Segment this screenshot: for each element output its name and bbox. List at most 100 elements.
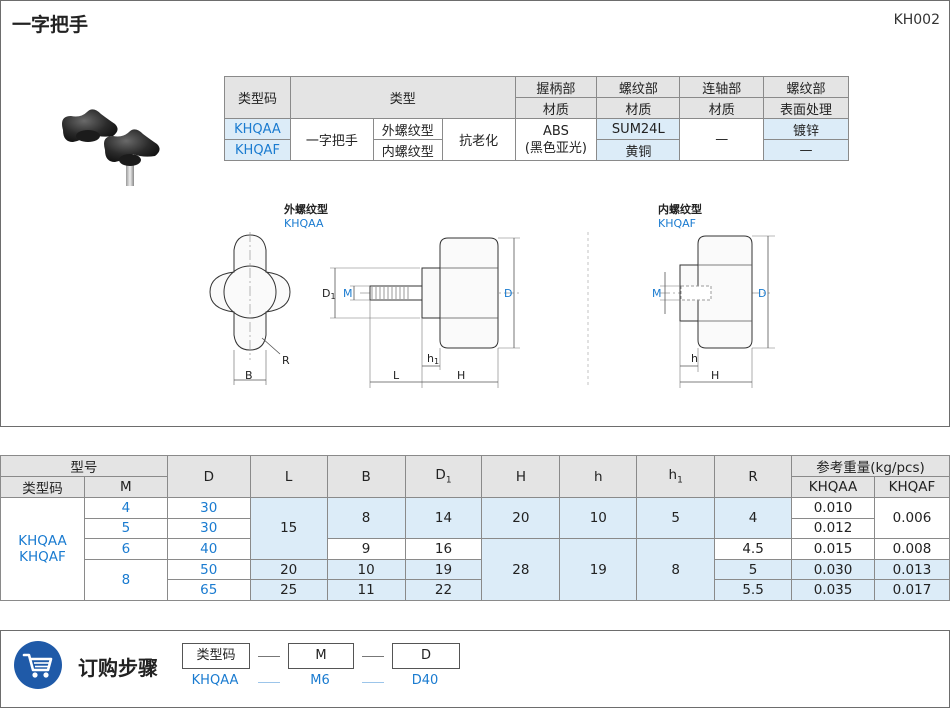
dim-weight-khqaa-cell: 0.035 bbox=[791, 579, 875, 601]
spec-header-thread2: 螺纹部 bbox=[763, 76, 849, 98]
order-example-M: M6 bbox=[310, 673, 330, 688]
dim-header-weight-khqaa: KHQAA bbox=[791, 476, 875, 498]
order-example-separator bbox=[362, 682, 384, 683]
spec-header-type-code: 类型码 bbox=[224, 76, 291, 119]
dimension-table: 型号 D L B D1 H h h1 R 参考重量(kg/pcs) 类型码 M … bbox=[0, 455, 950, 601]
dim-D-cell: 40 bbox=[166, 538, 251, 560]
dim-L-cell: 20 bbox=[249, 558, 328, 581]
dim-label-h: h bbox=[691, 352, 698, 365]
dim-H-cell: 28 bbox=[481, 538, 561, 601]
dim-label-D1: D1 bbox=[322, 287, 336, 301]
dim-M-cell: 6 bbox=[83, 538, 168, 560]
spec-code-khqaa: KHQAA bbox=[224, 118, 291, 140]
spec-grip-material-line2: (黑色亚光) bbox=[524, 140, 587, 156]
diagram-internal-label: 内螺纹型 KHQAF bbox=[658, 201, 702, 230]
dim-label-R: R bbox=[282, 354, 290, 367]
product-code: KH002 bbox=[893, 12, 940, 28]
order-title: 订购步骤 bbox=[78, 656, 158, 680]
dim-weight-khqaf-cell: 0.008 bbox=[873, 538, 950, 560]
order-example-separator bbox=[258, 682, 280, 683]
order-field-M: M bbox=[288, 643, 354, 669]
page-title: 一字把手 bbox=[12, 14, 89, 36]
diagram-external-title: 外螺纹型 bbox=[284, 203, 328, 216]
dim-D-cell: 30 bbox=[166, 517, 251, 540]
dim-label-H: H bbox=[457, 369, 465, 382]
dim-weight-khqaf-cell: 0.006 bbox=[873, 496, 950, 540]
dim-type-code-khqaa: KHQAA bbox=[18, 532, 67, 549]
dim-B-cell: 9 bbox=[326, 538, 406, 560]
dim-label-h1: h1 bbox=[427, 352, 439, 366]
dim-header-L: L bbox=[249, 455, 328, 498]
spec-subtype-internal: 内螺纹型 bbox=[372, 139, 443, 161]
dim-D-cell: 30 bbox=[166, 497, 251, 519]
dim-header-h: h bbox=[559, 455, 638, 498]
dim-D1-cell: 19 bbox=[404, 558, 483, 581]
spec-type-name: 一字把手 bbox=[289, 118, 374, 161]
cart-icon bbox=[14, 641, 62, 689]
dim-header-D: D bbox=[166, 455, 251, 498]
dim-L-cell: 25 bbox=[249, 579, 328, 601]
dim-L-cell: 15 bbox=[249, 497, 328, 560]
order-example-type-code: KHQAA bbox=[191, 673, 239, 688]
spec-connect-material: — bbox=[679, 118, 765, 161]
spec-header-thread: 螺纹部 bbox=[596, 76, 681, 98]
dim-header-weight: 参考重量(kg/pcs) bbox=[791, 455, 950, 477]
dim-label-M-internal: M bbox=[652, 287, 662, 300]
order-panel bbox=[0, 630, 950, 708]
dim-h1-cell: 5 bbox=[636, 496, 716, 540]
dim-weight-khqaa-cell: 0.015 bbox=[791, 538, 875, 560]
dim-D-cell: 65 bbox=[166, 579, 251, 601]
spec-header-surface: 表面处理 bbox=[763, 97, 849, 119]
spec-header-material: 材质 bbox=[596, 97, 681, 119]
dim-header-H: H bbox=[481, 455, 561, 498]
dim-B-cell: 11 bbox=[326, 579, 406, 601]
dim-D1-cell: 16 bbox=[404, 538, 483, 560]
dim-header-B: B bbox=[326, 455, 406, 498]
dim-D1-cell: 22 bbox=[404, 579, 483, 601]
diagram-external-label: 外螺纹型 KHQAA bbox=[284, 201, 328, 230]
dim-label-L: L bbox=[393, 369, 400, 382]
dim-weight-khqaa-cell: 0.012 bbox=[791, 517, 875, 540]
dim-label-B: B bbox=[245, 369, 253, 382]
spec-grip-material: ABS (黑色亚光) bbox=[514, 118, 598, 161]
spec-thread-material-khqaa: SUM24L bbox=[596, 118, 681, 140]
dim-R-cell: 5.5 bbox=[714, 579, 793, 601]
dim-H-cell: 20 bbox=[481, 496, 561, 540]
spec-grip-material-line1: ABS bbox=[543, 123, 569, 139]
dim-M-cell: 5 bbox=[83, 517, 168, 540]
dim-label-D-internal: D bbox=[758, 287, 766, 300]
order-field-type-code: 类型码 bbox=[182, 643, 250, 669]
dim-M-cell: 8 bbox=[83, 558, 168, 601]
dim-D1-cell: 14 bbox=[404, 496, 483, 540]
dim-M-cell: 4 bbox=[83, 497, 168, 519]
spec-table: 类型码 类型 握柄部 螺纹部 连轴部 螺纹部 材质 材质 材质 表面处理 KHQ… bbox=[224, 76, 849, 161]
order-separator bbox=[258, 656, 280, 657]
diagram-external-code: KHQAA bbox=[284, 217, 324, 230]
dim-header-model: 型号 bbox=[0, 455, 168, 477]
dim-header-M: M bbox=[83, 476, 168, 498]
dim-header-D1: D1 bbox=[404, 455, 483, 498]
dim-B-cell: 8 bbox=[326, 496, 406, 540]
spec-header-connect: 连轴部 bbox=[679, 76, 765, 98]
dim-R-cell: 5 bbox=[714, 558, 793, 581]
spec-thread-material-khqaf: 黄铜 bbox=[596, 139, 681, 161]
spec-header-type: 类型 bbox=[289, 76, 516, 119]
dim-header-type-code: 类型码 bbox=[0, 476, 85, 498]
dim-R-cell: 4.5 bbox=[714, 538, 793, 560]
dim-type-codes: KHQAA KHQAF bbox=[0, 497, 85, 601]
dim-header-h1: h1 bbox=[636, 455, 716, 498]
dim-header-R: R bbox=[714, 455, 793, 498]
spec-feature: 抗老化 bbox=[441, 118, 516, 161]
spec-code-khqaf: KHQAF bbox=[224, 139, 291, 161]
dim-weight-khqaa-cell: 0.030 bbox=[791, 558, 875, 581]
dim-header-weight-khqaf: KHQAF bbox=[873, 476, 950, 498]
spec-surface-khqaa: 镀锌 bbox=[763, 118, 849, 140]
technical-drawing: B R D1 M D L H h1 M D h H bbox=[209, 232, 775, 388]
dim-h-cell: 10 bbox=[559, 496, 638, 540]
dim-B-cell: 10 bbox=[326, 558, 406, 581]
dim-h-cell: 19 bbox=[559, 538, 638, 601]
dim-D-cell: 50 bbox=[166, 558, 251, 581]
spec-header-grip: 握柄部 bbox=[514, 76, 598, 98]
order-example-D: D40 bbox=[411, 673, 439, 688]
diagram-internal-code: KHQAF bbox=[658, 217, 696, 230]
